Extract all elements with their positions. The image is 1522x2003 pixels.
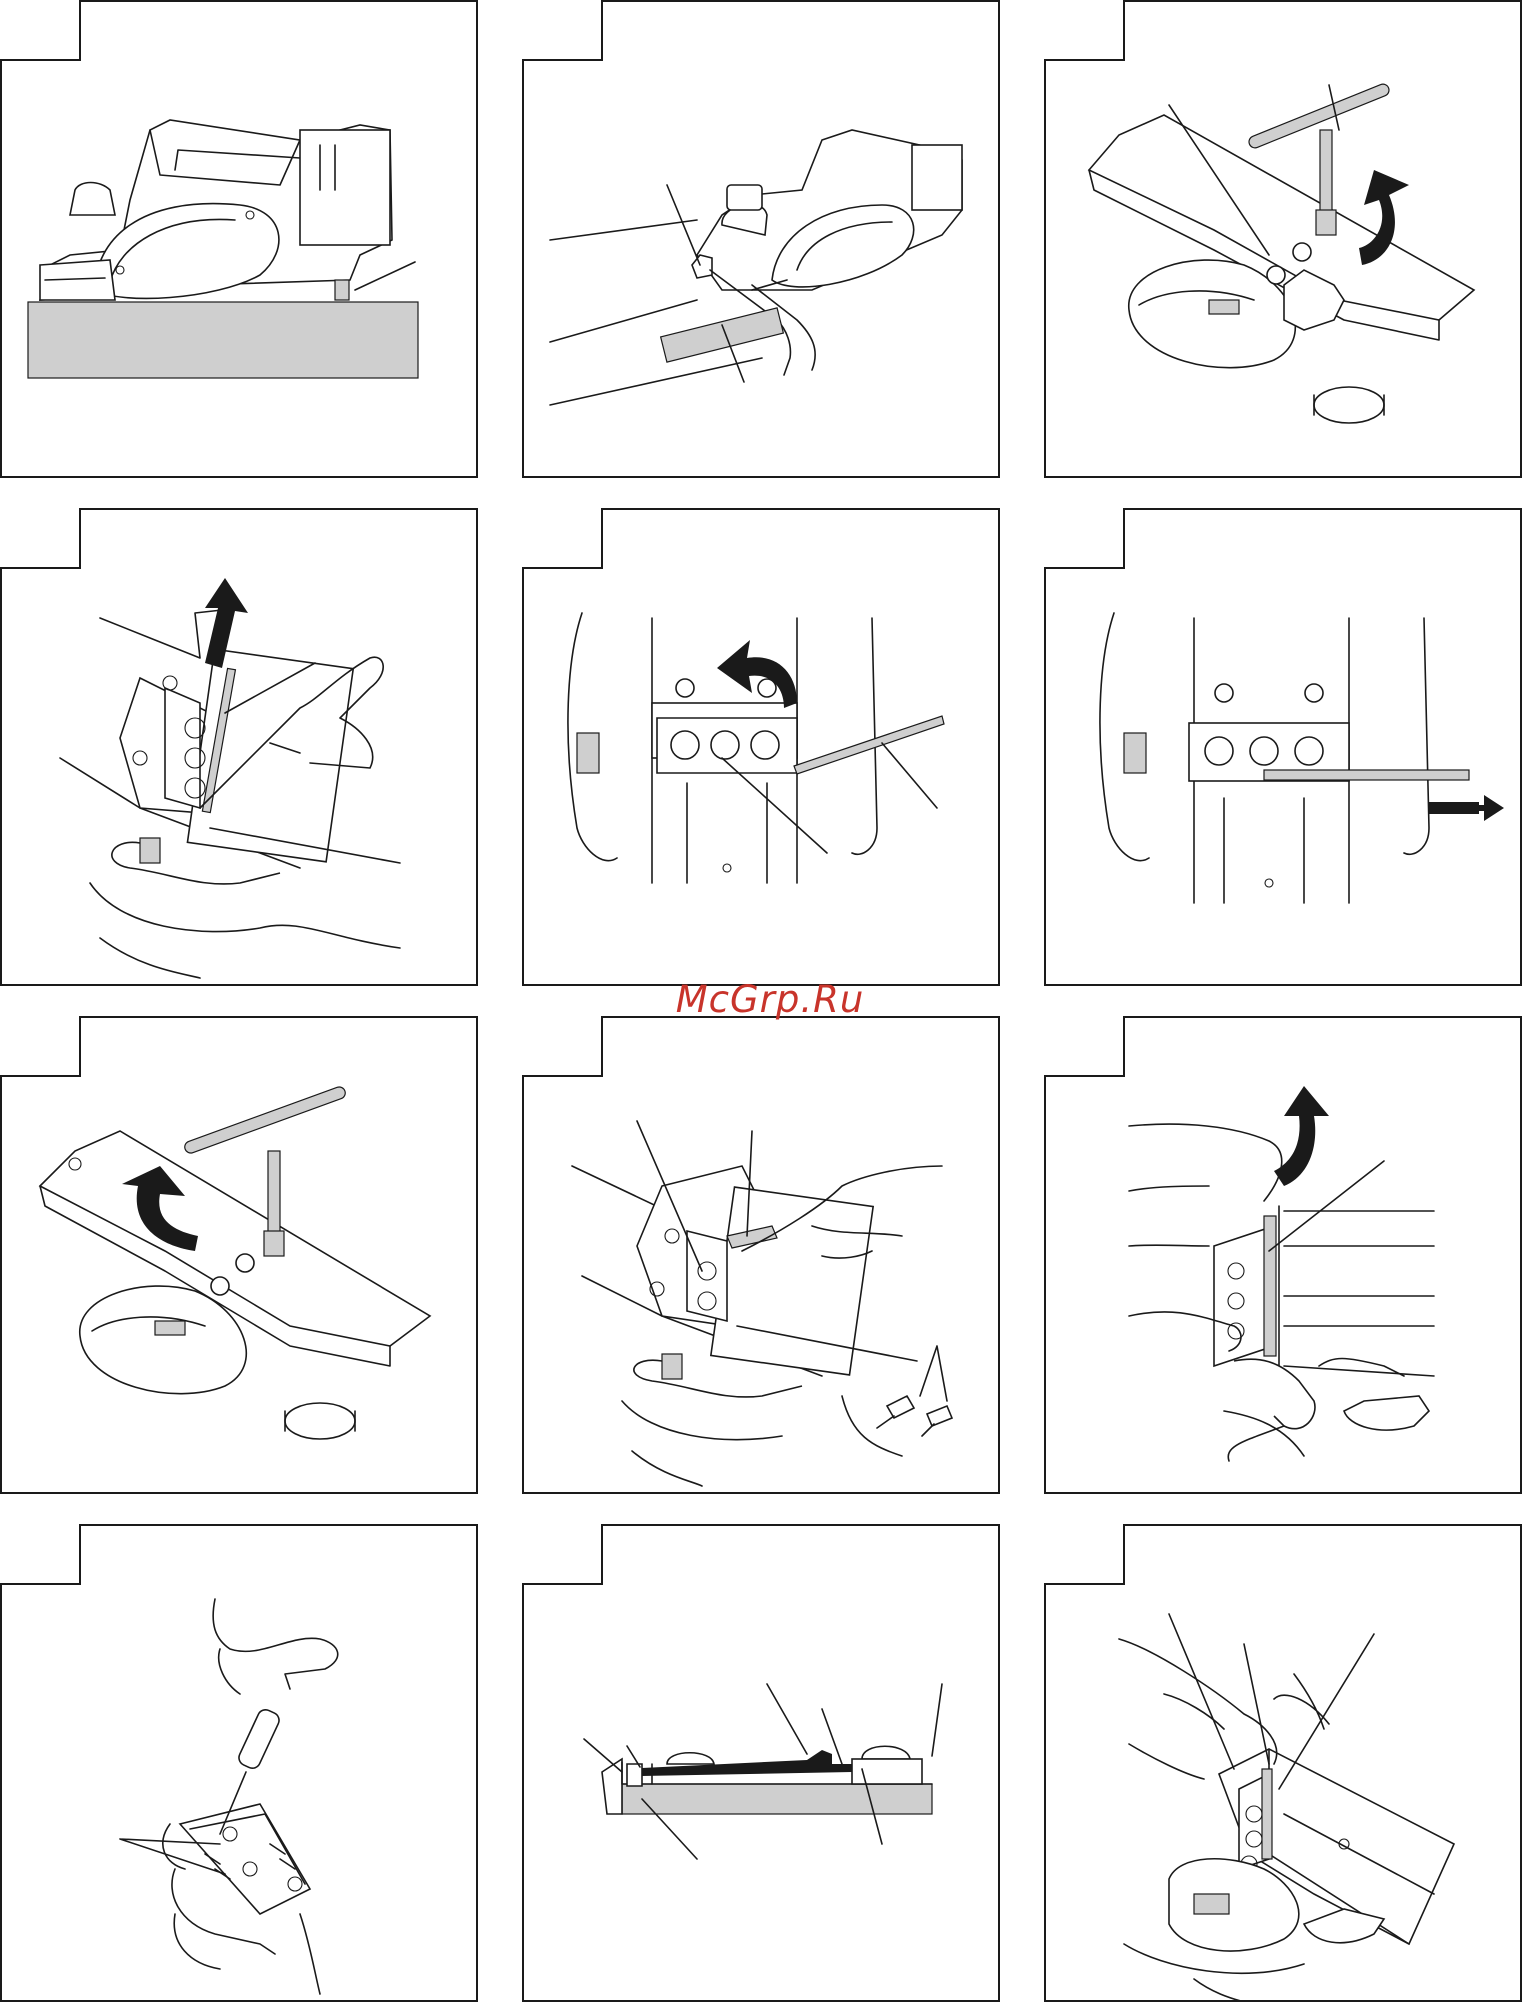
- panel-11: [522, 1524, 1000, 2002]
- panel-8: [522, 1016, 1000, 1494]
- panel-9: [1044, 1016, 1522, 1494]
- screwdriver-on-holder-figure: [0, 1524, 478, 2002]
- panel-4: [0, 508, 478, 986]
- panel-10: [0, 1524, 478, 2002]
- wrench-tighten-bolts-figure: [0, 1016, 478, 1494]
- panel-5: [522, 508, 1000, 986]
- blade-holder-rotate-figure: [522, 508, 1000, 986]
- remove-screws-figure: [522, 1016, 1000, 1494]
- blade-cross-section-figure: [522, 1524, 1000, 2002]
- install-holder-by-hand-figure: [1044, 1524, 1522, 2002]
- insert-blade-figure: [1044, 508, 1522, 986]
- panel-2: [522, 0, 1000, 478]
- planer-on-workpiece-figure: [0, 0, 478, 478]
- watermark-text: McGrp.Ru: [560, 978, 980, 1021]
- panel-3: [1044, 0, 1522, 478]
- panel-7: [0, 1016, 478, 1494]
- planer-with-guide-figure: [522, 0, 1000, 478]
- panel-1: [0, 0, 478, 478]
- lift-blade-holder-figure: [1044, 1016, 1522, 1494]
- panel-12: [1044, 1524, 1522, 2002]
- wrench-loosen-bolts-figure: [1044, 0, 1522, 478]
- remove-blade-with-hand-figure: [0, 508, 478, 986]
- panel-6: [1044, 508, 1522, 986]
